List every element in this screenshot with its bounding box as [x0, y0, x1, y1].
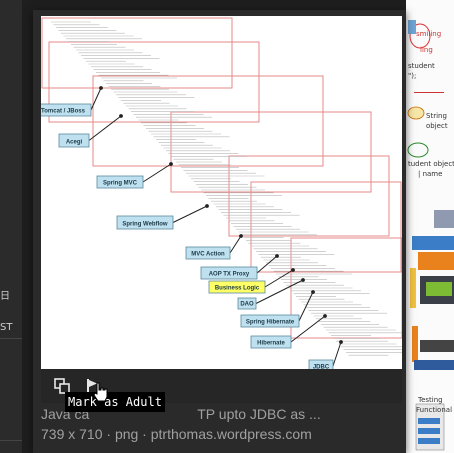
diagram-arrow-head — [301, 278, 305, 282]
diagram-arrow-head — [99, 86, 103, 90]
caption-meta: 739 x 710 · png · ptrthomas.wordpress.co… — [41, 426, 312, 442]
left-panel: 日 ST — [0, 0, 22, 453]
right-text-3: "); — [408, 72, 417, 80]
diagram-label-text: Business Logic — [215, 286, 260, 292]
right-text-0: smiling — [416, 30, 442, 38]
diagram-label-text: Spring MVC — [103, 181, 138, 187]
diagram-arrow-head — [205, 204, 209, 208]
right-text-8: Testing — [418, 396, 443, 404]
diagram-arrow-head — [239, 234, 243, 238]
diagram-arrow — [264, 269, 294, 288]
diagram-label-box: Acegi — [58, 133, 90, 148]
diagram-label-text: Spring Webflow — [122, 222, 168, 228]
right-thumbnail-image — [406, 0, 454, 453]
diagram-arrow-head — [169, 162, 173, 166]
left-fragment-glyph: 日 — [0, 291, 10, 302]
diagram-arrow — [229, 235, 242, 254]
diagram-label-box: JDBC — [308, 359, 334, 370]
diagram-arrow — [142, 163, 172, 183]
diagram-label-box: Tomcat / JBoss — [41, 103, 92, 117]
diagram-label-text: Hibernate — [257, 341, 285, 347]
mark-as-adult-tooltip: Mark as Adult — [65, 392, 165, 412]
right-text-4: String — [426, 112, 447, 120]
diagram-label-text: Tomcat / JBoss — [41, 109, 86, 115]
diagram-label-box: Hibernate — [250, 335, 292, 349]
right-text-2: student — [408, 62, 435, 70]
right-text-9: Functional — [416, 406, 453, 414]
diagram-arrow-head — [311, 290, 315, 294]
diagram-arrow — [332, 341, 342, 367]
right-text-7: | name — [418, 170, 443, 178]
diagram-label-box: Business Logic — [208, 280, 266, 294]
left-divider — [0, 338, 22, 339]
flag-icon[interactable] — [83, 377, 101, 395]
diagram-arrow-head — [291, 268, 295, 272]
copy-icon[interactable] — [53, 377, 71, 395]
diagram-arrow — [290, 315, 326, 343]
diagram-label-box: DAO — [237, 297, 257, 310]
diagram-label-text: MVC Action — [191, 252, 225, 258]
diagram-arrow-head — [119, 114, 123, 118]
diagram-arrow-head — [275, 254, 279, 258]
diagram-label-text: DAO — [240, 302, 254, 308]
left-fragment-text: ST — [0, 322, 13, 333]
diagram-arrow-head — [339, 340, 343, 344]
right-thumbnail[interactable]: smiling ling student "); String object t… — [406, 0, 454, 453]
right-text-1: ling — [420, 46, 433, 54]
diagram-arrow — [90, 87, 102, 111]
diagram-label-box: MVC Action — [185, 246, 231, 260]
diagram-label-box: Spring Hibernate — [240, 314, 300, 328]
diagram-label-text: JDBC — [313, 365, 330, 370]
diagram-arrow-head — [323, 314, 327, 318]
diagram-label-text: Spring Hibernate — [246, 320, 295, 326]
diagram-label-box: AOP TX Proxy — [200, 266, 258, 280]
right-text-5: object — [426, 122, 448, 130]
diagram-arrow — [255, 279, 304, 304]
left-divider-bottom — [0, 440, 22, 441]
diagram-arrow — [88, 115, 122, 141]
diagram-label-text: AOP TX Proxy — [209, 272, 250, 278]
hand-cursor-icon — [93, 382, 108, 402]
diagram-label-box: Spring Webflow — [116, 215, 174, 230]
caption-title-end: TP upto JDBC as ... — [197, 406, 321, 422]
diagram-arrow — [256, 255, 278, 274]
diagram-label-text: Acegi — [66, 140, 83, 146]
right-text-6: tudent object — [408, 160, 454, 168]
diagram-arrow — [172, 205, 208, 223]
diagram-label-box: Spring MVC — [96, 175, 144, 189]
diagram-arrow — [298, 291, 314, 322]
